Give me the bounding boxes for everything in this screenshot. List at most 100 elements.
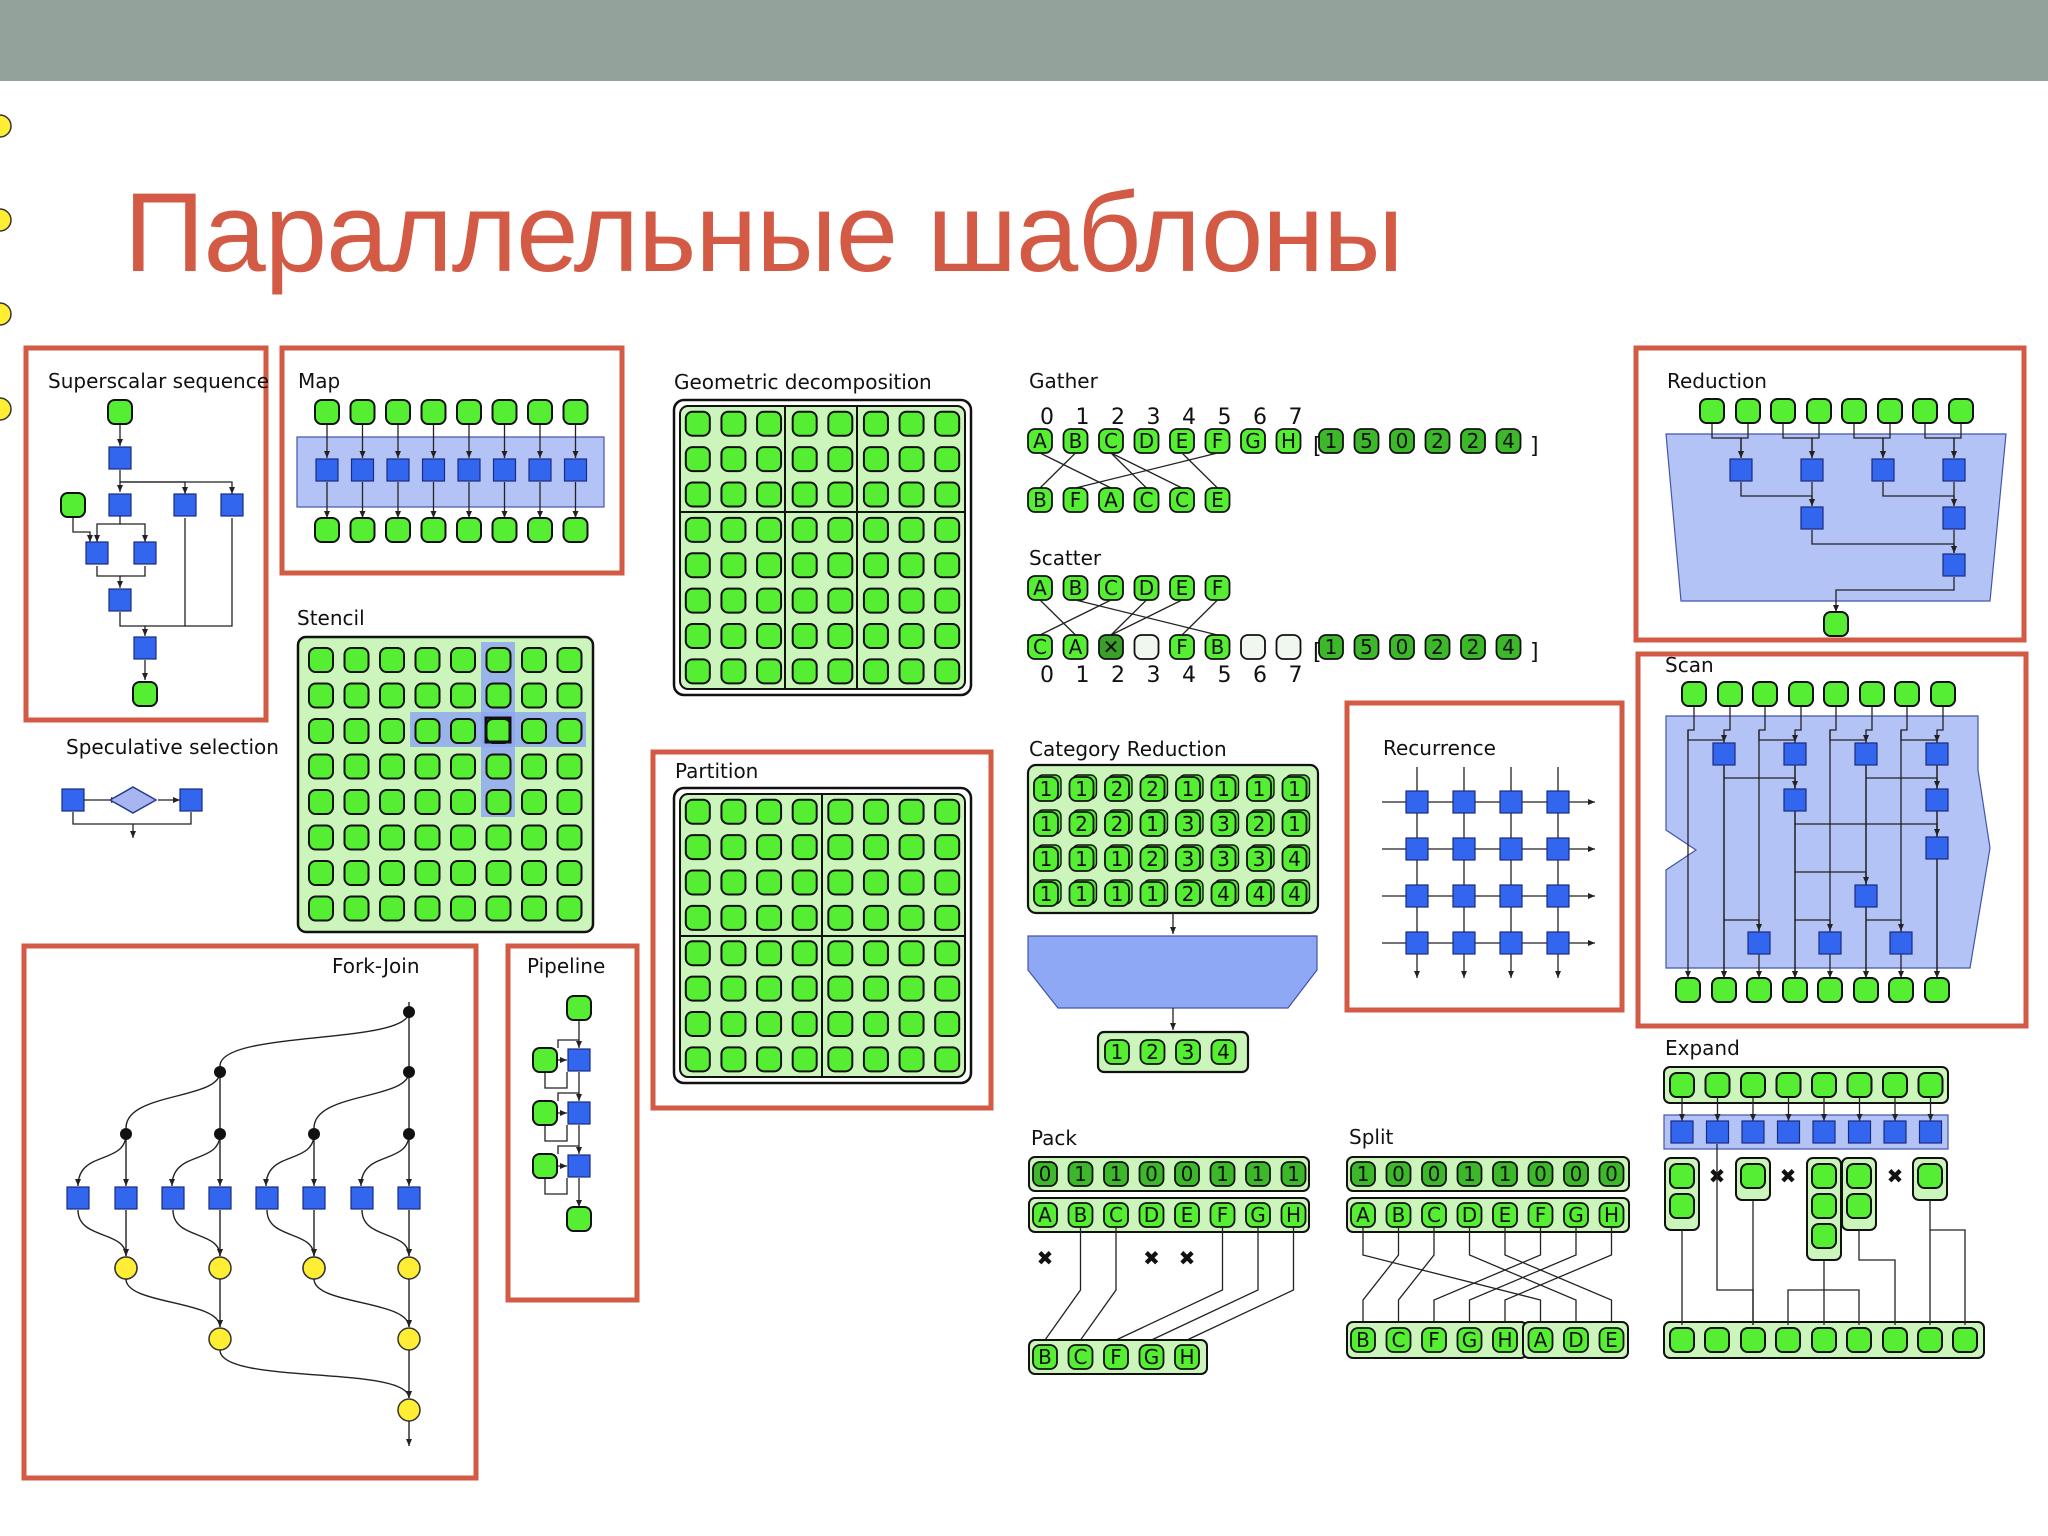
cell-text: 0: [1605, 1162, 1618, 1186]
green-node: [450, 824, 476, 851]
join-node: [114, 1256, 138, 1280]
letter-cell: [1139, 811, 1166, 837]
blue-task: [1854, 884, 1878, 908]
green-node: [349, 399, 376, 425]
cell-text: 3: [1217, 812, 1230, 836]
blue-task: [1546, 884, 1570, 908]
blue-task: [108, 446, 132, 470]
green-node: [756, 622, 783, 649]
green-node: [414, 860, 441, 886]
green-node: [1752, 681, 1778, 707]
stencil-center: [484, 716, 512, 744]
letter-cell: [1460, 428, 1486, 454]
blue-task: [1705, 1120, 1730, 1144]
green-node: [862, 1046, 889, 1073]
letter-cell: [1275, 428, 1302, 454]
blue-task: [1918, 1120, 1943, 1144]
green-node: [485, 895, 512, 922]
cell-text: F: [1217, 1203, 1229, 1227]
edge: [1866, 777, 1940, 788]
letter-cell: [1210, 846, 1237, 872]
join-node: [0, 208, 12, 232]
blue-task: [1712, 742, 1736, 766]
recurrence-diagram: [1382, 767, 1595, 978]
green-node: [934, 1010, 961, 1037]
letter-cell: [1098, 634, 1124, 660]
edge: [219, 1349, 412, 1399]
index-label: 0: [1040, 663, 1054, 688]
letter-cell: [1281, 811, 1308, 837]
green-node: [1782, 977, 1808, 1003]
letter-cell: [1563, 1161, 1589, 1187]
cell-text: 0: [1570, 1162, 1583, 1186]
cell-text: B: [1069, 429, 1083, 453]
join-node: [397, 1327, 421, 1351]
edge: [1833, 577, 1955, 612]
cell-text: A: [1033, 576, 1047, 600]
join-node: [0, 114, 12, 138]
edge: [557, 1092, 579, 1101]
green-node: [527, 517, 553, 543]
blue-task: [1741, 1120, 1765, 1144]
blue-task: [1776, 1120, 1801, 1144]
green-node: [862, 481, 889, 508]
green-node: [450, 789, 476, 815]
index-label: 4: [1182, 405, 1196, 430]
green-node: [379, 682, 405, 709]
cell-text: D: [1144, 1203, 1159, 1227]
fork-point: [308, 1128, 320, 1140]
edge: [1504, 1227, 1613, 1325]
edge: [1900, 730, 1940, 742]
green-node: [1699, 398, 1725, 424]
fork-point: [403, 1066, 415, 1078]
green-node: [1846, 1193, 1872, 1219]
green-node: [1811, 1223, 1837, 1249]
green-node: [934, 658, 961, 685]
letter-cell: [1033, 811, 1059, 837]
green-node: [1711, 977, 1737, 1003]
letter-cell: [1068, 846, 1095, 872]
cell-text: 1: [1075, 882, 1088, 906]
cell-text: C: [1427, 1203, 1441, 1227]
cell-text: E: [1499, 1203, 1512, 1227]
cell-text: E: [1176, 576, 1189, 600]
label-pipeline: Pipeline: [527, 954, 605, 978]
map-region: [296, 436, 605, 508]
frame-fork-join: [21, 943, 479, 1481]
cell-text: 1: [1217, 777, 1230, 801]
array-bar: [1028, 1197, 1310, 1233]
fork-point: [403, 1128, 415, 1140]
letter-cell: [1104, 881, 1130, 907]
cell-text: B: [1033, 488, 1047, 512]
cell-text: A: [1104, 488, 1118, 512]
green-node: [562, 399, 589, 425]
edge: [1397, 1227, 1435, 1325]
green-node: [343, 718, 370, 744]
cell-text: 2: [1467, 635, 1480, 659]
cell-text: 2: [1111, 777, 1124, 801]
edge: [266, 1209, 317, 1257]
green-node: [791, 658, 818, 685]
cell-text: H: [1604, 1203, 1619, 1227]
cell-text: 2: [1182, 882, 1195, 906]
blue-task: [528, 458, 552, 482]
edge: [219, 1011, 410, 1067]
green-node: [827, 869, 854, 896]
green-node: [898, 834, 925, 861]
green-node: [720, 410, 747, 437]
green-node: [456, 399, 482, 425]
letter-cell: [1353, 634, 1380, 660]
blue-task: [1670, 1120, 1694, 1144]
letter-cell: [1318, 634, 1344, 660]
green-node: [456, 517, 482, 543]
green-node: [862, 834, 889, 861]
green-node: [827, 481, 854, 508]
letter-cell: [1133, 428, 1160, 454]
blue-task: [1405, 931, 1429, 955]
label-pack: Pack: [1031, 1126, 1077, 1150]
label-superscalar: Superscalar sequence: [48, 369, 269, 393]
index-label: 7: [1289, 405, 1303, 430]
green-node: [756, 410, 783, 437]
green-node: [934, 587, 961, 614]
green-node: [1775, 1072, 1802, 1098]
